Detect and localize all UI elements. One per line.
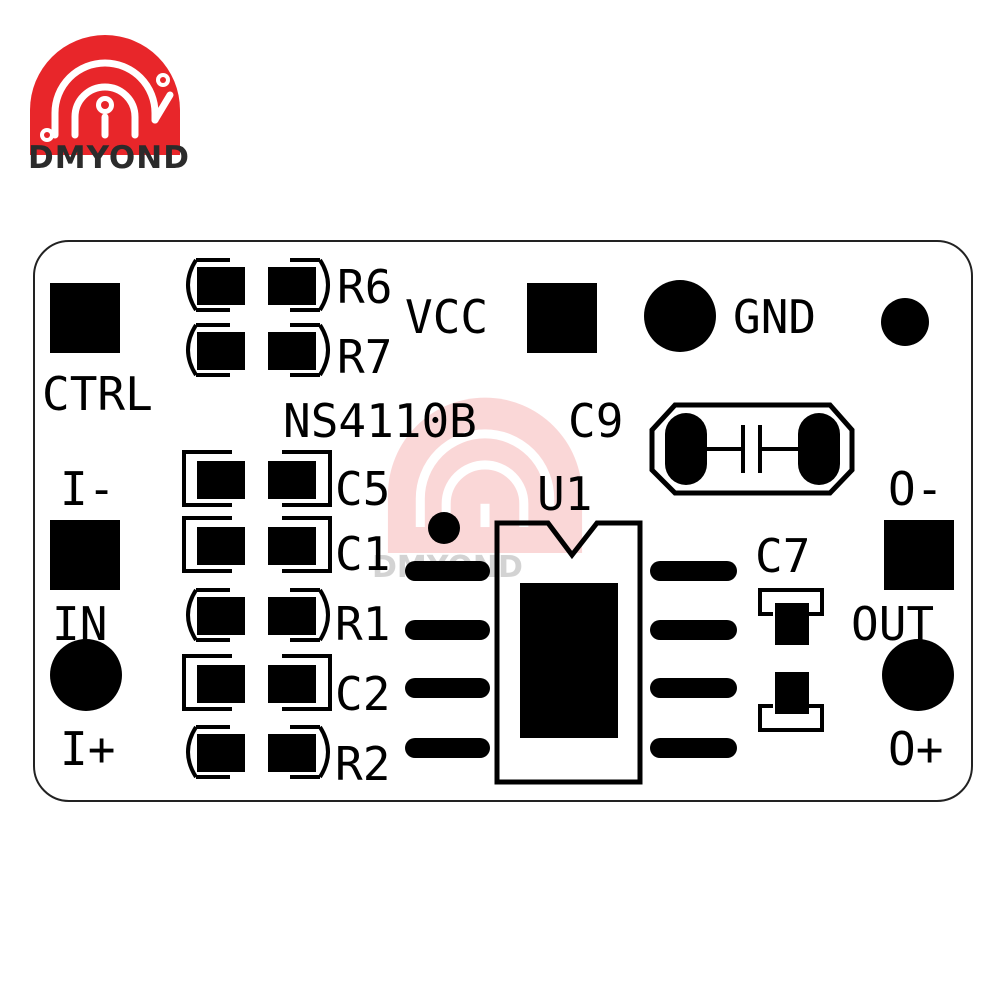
label-c1: C1: [335, 527, 390, 581]
label-gnd: GND: [733, 290, 816, 344]
i-minus-pad: [50, 520, 120, 590]
label-out: OUT: [851, 597, 934, 651]
label-r7: R7: [337, 330, 392, 384]
label-c9: C9: [568, 394, 623, 448]
brand-logo: [30, 35, 180, 155]
label-i-plus: I+: [60, 722, 115, 776]
c7-footprint: [758, 588, 824, 732]
label-c2: C2: [335, 667, 390, 721]
r2-footprint: [186, 725, 330, 779]
c1-footprint: [182, 516, 332, 573]
c2-footprint: [182, 654, 332, 711]
label-r1: R1: [335, 597, 390, 651]
gnd-pad: [644, 280, 716, 352]
label-o-plus: O+: [888, 722, 943, 776]
vcc-pad: [527, 283, 597, 353]
pin1-marker: [428, 512, 460, 544]
label-i-minus: I-: [60, 462, 115, 516]
label-u1: U1: [537, 467, 592, 521]
brand-name: DMYOND: [28, 140, 190, 176]
r7-footprint: [186, 323, 330, 377]
label-ctrl: CTRL: [42, 367, 153, 421]
r6-footprint: [186, 258, 330, 312]
r1-footprint: [186, 588, 330, 642]
label-o-minus: O-: [888, 462, 943, 516]
label-vcc: VCC: [405, 290, 488, 344]
label-in: IN: [52, 597, 107, 651]
ctrl-pad: [50, 283, 120, 353]
label-r6: R6: [337, 260, 392, 314]
c9-footprint: [649, 402, 855, 496]
label-c5: C5: [335, 462, 390, 516]
mount-via: [881, 298, 929, 346]
label-chip: NS4110B: [283, 394, 477, 448]
label-c7: C7: [755, 529, 810, 583]
u1-chip-footprint: [405, 512, 737, 785]
o-minus-pad: [884, 520, 954, 590]
o-plus-pad: [882, 639, 954, 711]
c5-footprint: [182, 450, 332, 507]
label-r2: R2: [335, 737, 390, 791]
i-plus-pad: [50, 639, 122, 711]
